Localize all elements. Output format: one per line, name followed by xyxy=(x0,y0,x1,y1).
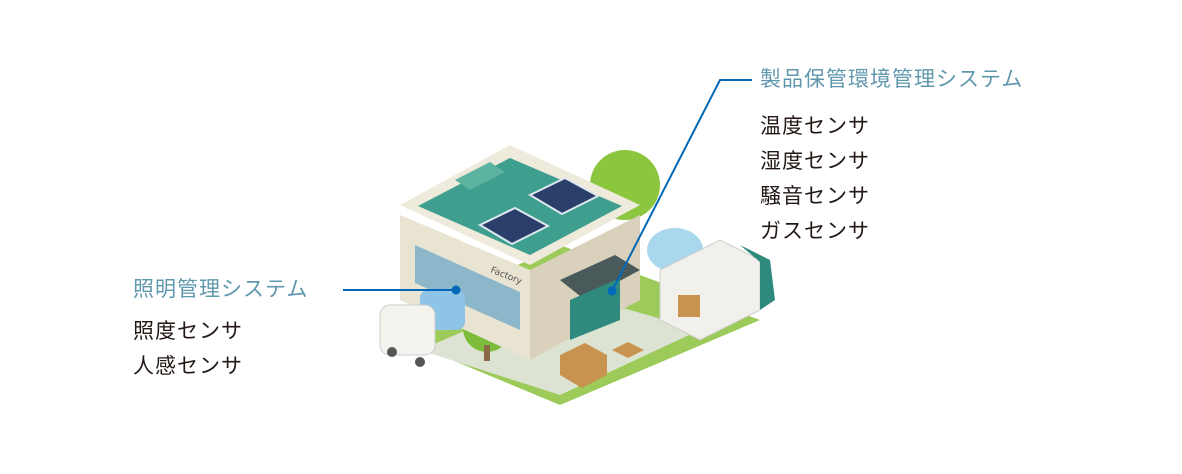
solar-panel xyxy=(527,176,601,216)
storage-system-title: 製品保管環境管理システム xyxy=(760,67,1024,91)
storage-leader-line xyxy=(611,79,752,292)
storage-sensor-list: 温度センサ 湿度センサ 騒音センサ ガスセンサ xyxy=(760,109,870,249)
solar-panel xyxy=(477,206,551,246)
boxes xyxy=(678,295,700,317)
truck-cab xyxy=(740,245,775,310)
roof-vent xyxy=(455,162,505,190)
sensor-item: ガスセンサ xyxy=(760,219,870,243)
sensor-item: 温度センサ xyxy=(760,114,870,138)
sensor-item: 湿度センサ xyxy=(760,149,870,173)
sensor-item: 騒音センサ xyxy=(760,184,870,208)
storage-sensor-dot xyxy=(607,286,617,296)
lighting-system-title: 照明管理システム xyxy=(133,277,309,301)
sensor-item: 人感センサ xyxy=(133,354,243,378)
cardboard-boxes xyxy=(560,343,607,388)
lighting-sensor-dot xyxy=(451,285,461,295)
sensor-item: 照度センサ xyxy=(133,319,243,343)
car-white xyxy=(379,304,436,356)
lighting-sensor-list: 照度センサ 人感センサ xyxy=(133,314,243,384)
loading-dock xyxy=(560,255,640,300)
windows xyxy=(415,245,520,330)
